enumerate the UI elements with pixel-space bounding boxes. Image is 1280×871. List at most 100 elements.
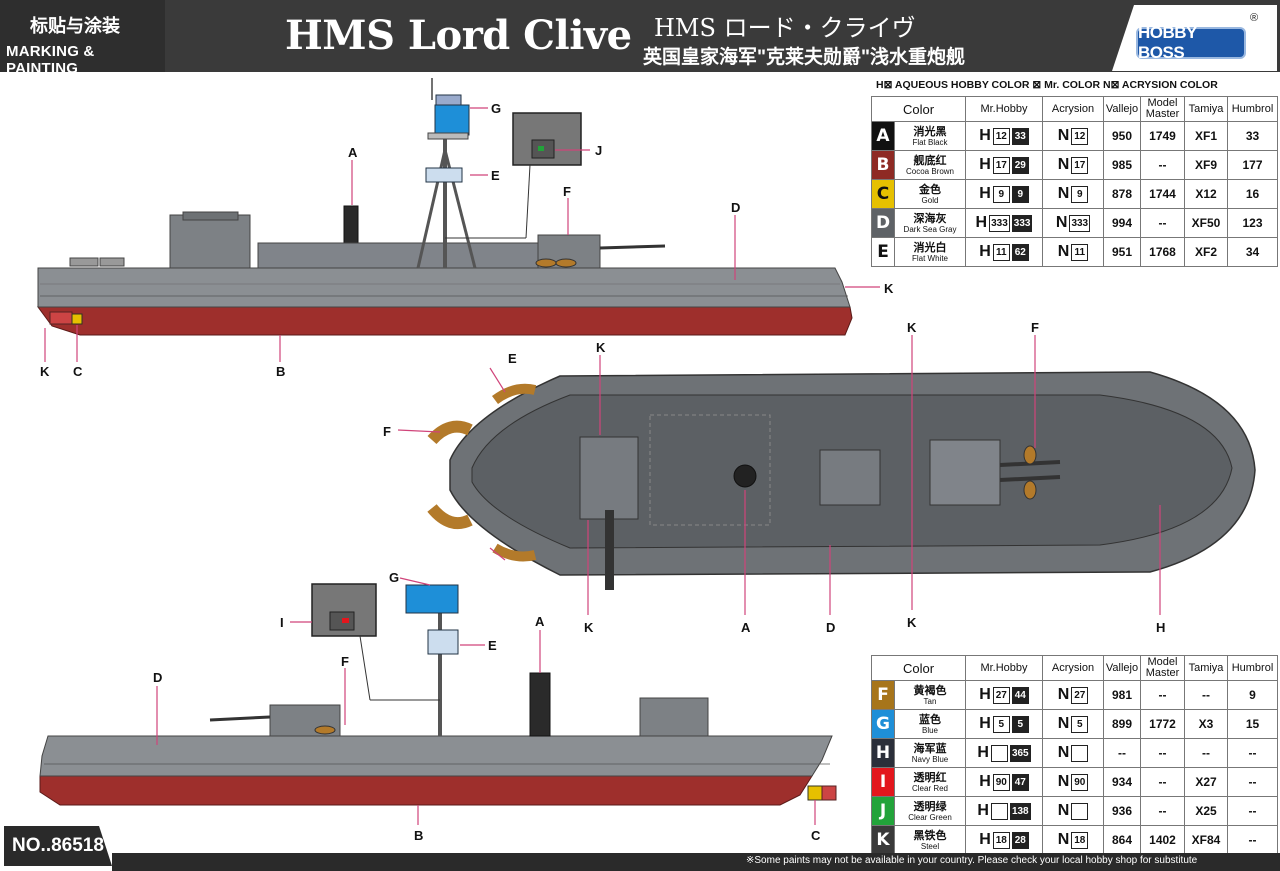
ship-profile-port bbox=[39, 584, 837, 806]
color-swatch: H bbox=[871, 738, 895, 768]
mrcolor-code: 33 bbox=[1011, 127, 1029, 145]
color-name-zh: 消光白 bbox=[913, 241, 947, 254]
paint-table-2: Color Mr.Hobby Acrysion Vallejo Model Ma… bbox=[871, 655, 1278, 855]
chinese-title: 英国皇家海军"克莱夫勋爵"浅水重炮舰 bbox=[643, 47, 966, 68]
color-letter: A bbox=[876, 126, 890, 146]
mrcolor-code: 365 bbox=[1009, 744, 1031, 762]
aqueous-code bbox=[990, 802, 1008, 820]
vallejo-code: 950 bbox=[1103, 121, 1141, 151]
label-b-top: B bbox=[276, 364, 286, 379]
modelmaster-code: -- bbox=[1140, 738, 1185, 768]
registered-mark: ® bbox=[1250, 12, 1259, 24]
vallejo-code: 878 bbox=[1103, 179, 1141, 209]
color-swatch: G bbox=[871, 709, 895, 739]
color-letter: H bbox=[875, 743, 891, 763]
label-k-deck1: K bbox=[596, 340, 606, 355]
label-k-bow: K bbox=[884, 281, 894, 296]
acrysion-code: N bbox=[1042, 796, 1104, 826]
aqueous-code: 90 bbox=[992, 773, 1010, 791]
label-c-bottom: C bbox=[811, 828, 821, 843]
tamiya-code: X12 bbox=[1184, 179, 1228, 209]
color-letter: K bbox=[876, 830, 890, 850]
label-e-deck: E bbox=[508, 351, 517, 366]
col-color: Color bbox=[871, 96, 966, 122]
tamiya-code: XF84 bbox=[1184, 825, 1228, 855]
marking-painting-label: MARKING & PAINTING bbox=[6, 43, 95, 77]
paint-brand-legend: H⊠ AQUEOUS HOBBY COLOR ⊠ Mr. COLOR N⊠ AC… bbox=[876, 79, 1218, 91]
humbrol-code: 123 bbox=[1227, 208, 1278, 238]
aqueous-code: 18 bbox=[992, 831, 1010, 849]
modelmaster-code: 1402 bbox=[1140, 825, 1185, 855]
color-name-zh: 金色 bbox=[919, 183, 941, 196]
color-letter: E bbox=[877, 242, 889, 262]
label-f-deck2: F bbox=[383, 424, 391, 439]
label-k-deck3: K bbox=[584, 620, 594, 635]
aqueous-code: 9 bbox=[992, 185, 1010, 203]
vallejo-code: 864 bbox=[1103, 825, 1141, 855]
color-swatch: A bbox=[871, 121, 895, 151]
col-acrysion: Acrysion bbox=[1042, 96, 1104, 122]
label-i: I bbox=[280, 615, 284, 630]
acrysion-value bbox=[1071, 744, 1089, 762]
col-mrhobby: Mr.Hobby bbox=[965, 96, 1043, 122]
col-tamiya: Tamiya bbox=[1184, 96, 1228, 122]
label-e-bottom: E bbox=[488, 638, 497, 653]
label-j: J bbox=[595, 143, 603, 158]
vallejo-code: 951 bbox=[1103, 237, 1141, 267]
acrysion-value: 90 bbox=[1071, 773, 1089, 791]
mrcolor-code: 28 bbox=[1011, 831, 1029, 849]
aqueous-code: 5 bbox=[992, 715, 1010, 733]
mrcolor-code: 5 bbox=[1011, 715, 1029, 733]
label-f-deck: F bbox=[1031, 320, 1039, 335]
label-a-bottom: A bbox=[535, 614, 545, 629]
color-name-en: Flat Black bbox=[912, 137, 948, 147]
tamiya-code: XF2 bbox=[1184, 237, 1228, 267]
col-tamiya: Tamiya bbox=[1184, 655, 1228, 681]
color-name-en: Blue bbox=[921, 725, 938, 735]
acrysion-value: 333 bbox=[1069, 214, 1091, 232]
label-k-deck4: K bbox=[907, 615, 917, 630]
aqueous-code: 333 bbox=[989, 214, 1010, 232]
color-name-en: Clear Green bbox=[908, 812, 952, 822]
humbrol-code: -- bbox=[1227, 825, 1278, 855]
modelmaster-code: -- bbox=[1140, 767, 1185, 797]
acrysion-value: 18 bbox=[1071, 831, 1089, 849]
color-name-en: Flat White bbox=[911, 253, 948, 263]
color-name-zh: 深海灰 bbox=[913, 212, 947, 225]
label-g-top: G bbox=[491, 101, 502, 116]
acrysion-value: 12 bbox=[1071, 127, 1089, 145]
mrcolor-code: 138 bbox=[1009, 802, 1031, 820]
ship-profile-starboard bbox=[37, 78, 853, 336]
mrcolor-code: 44 bbox=[1011, 686, 1029, 704]
aqueous-code bbox=[990, 744, 1008, 762]
color-letter: F bbox=[877, 685, 889, 705]
modelmaster-code: -- bbox=[1140, 796, 1185, 826]
label-a-top: A bbox=[348, 145, 358, 160]
color-name-zh: 透明红 bbox=[913, 771, 947, 784]
mrcolor-code: 47 bbox=[1011, 773, 1029, 791]
color-letter: I bbox=[879, 772, 887, 792]
acrysion-value: 9 bbox=[1071, 185, 1089, 203]
color-letter: G bbox=[876, 714, 890, 734]
color-name-en: Gold bbox=[921, 195, 939, 205]
label-d-deck: D bbox=[826, 620, 836, 635]
vallejo-code: 936 bbox=[1103, 796, 1141, 826]
col-vallejo: Vallejo bbox=[1103, 96, 1141, 122]
acrysion-value: 27 bbox=[1071, 686, 1089, 704]
footer-bar bbox=[112, 853, 1280, 871]
color-name-zh: 黑铁色 bbox=[913, 829, 947, 842]
color-swatch: B bbox=[871, 150, 895, 180]
col-color: Color bbox=[871, 655, 966, 681]
acrysion-value: 11 bbox=[1071, 243, 1089, 261]
